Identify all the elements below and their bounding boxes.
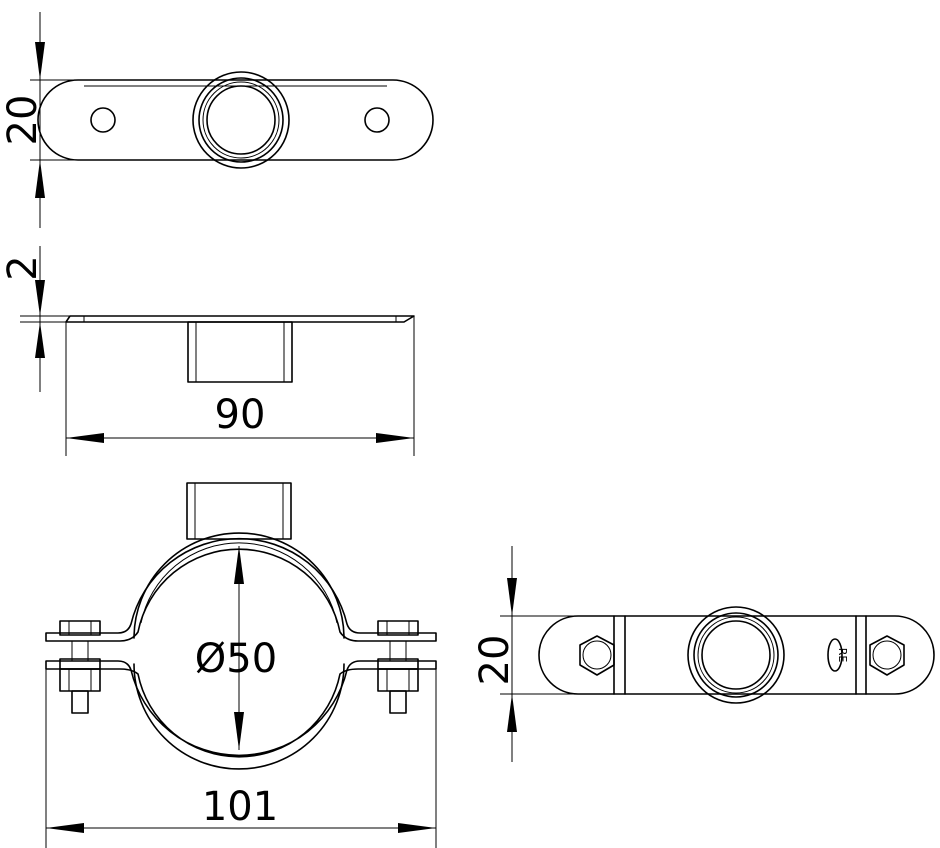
dim-front-width: 101 [202,784,278,830]
dim-top-height: 20 [0,95,46,146]
front-view: Ø50 101 [45,482,437,848]
dim-front-diameter: Ø50 [195,636,277,682]
dim-side-thickness: 2 [0,255,46,280]
side-view: 2 90 [0,246,415,456]
dim-side-width: 90 [215,392,266,438]
top-view: 20 [0,12,434,228]
marking-text: RE [836,648,849,663]
dim-bottom-height: 20 [472,635,518,686]
bottom-view: RE 20 [472,546,935,762]
